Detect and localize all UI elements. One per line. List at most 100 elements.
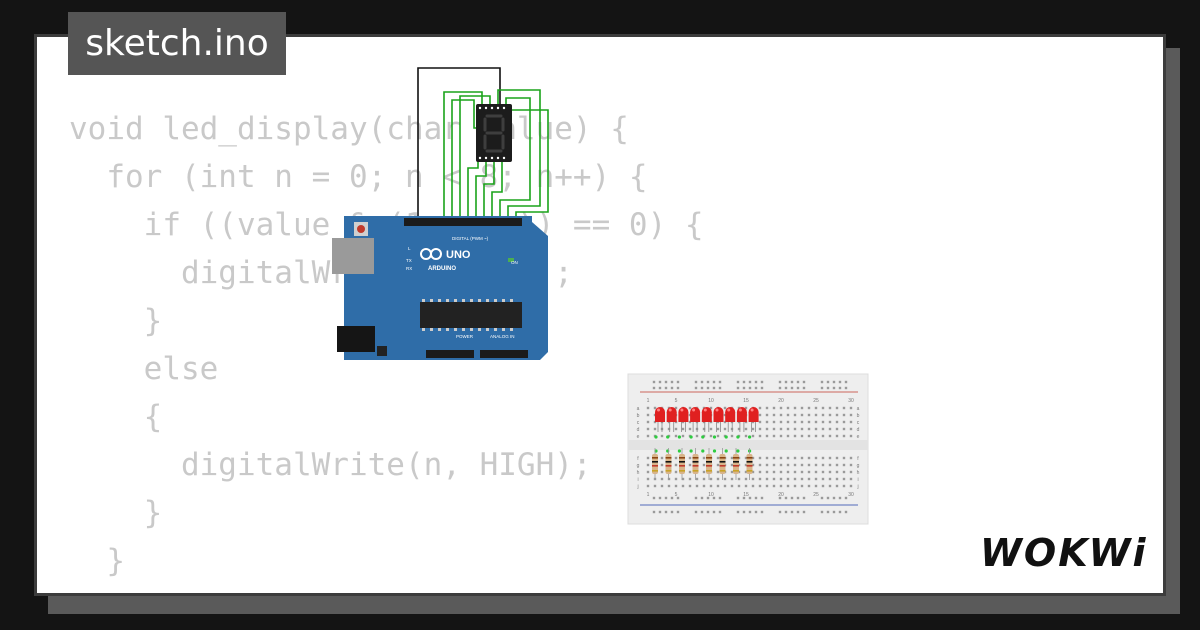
breadboard-hole [849, 406, 853, 410]
breadboard-hole [821, 427, 825, 431]
breadboard-hole [723, 427, 727, 431]
breadboard-hole [681, 477, 685, 481]
breadboard-hole [779, 477, 783, 481]
breadboard-hole [758, 463, 762, 467]
breadboard-hole [842, 456, 846, 460]
breadboard-hole [758, 420, 762, 424]
breadboard-hole [772, 463, 776, 467]
arduino-model-label: UNO [446, 249, 471, 261]
breadboard-hole [646, 434, 650, 438]
breadboard-hole [723, 477, 727, 481]
breadboard-rail-hole [844, 380, 848, 384]
resistor[interactable] [679, 448, 685, 480]
breadboard-hole [772, 406, 776, 410]
red-led[interactable] [736, 407, 747, 432]
breadboard-rail-hole [754, 380, 758, 384]
breadboard-hole [758, 484, 762, 488]
breadboard-row-letter: a [637, 406, 640, 412]
red-led[interactable] [655, 407, 665, 432]
red-led[interactable] [713, 407, 724, 432]
breadboard-hole [744, 427, 748, 431]
breadboard-hole [800, 477, 804, 481]
breadboard-hole [793, 484, 797, 488]
resistor[interactable] [692, 448, 699, 480]
breadboard-hole [821, 456, 825, 460]
breadboard-rail-hole [820, 386, 824, 390]
project-preview-card: void led_display(char value) { for (int … [34, 34, 1166, 596]
breadboard-rail-hole [826, 496, 830, 500]
breadboard-hole [828, 434, 832, 438]
red-led[interactable] [725, 407, 736, 432]
wokwi-logo-text: WOKWi [980, 531, 1148, 575]
breadboard-rail-hole [748, 496, 752, 500]
red-led[interactable] [748, 407, 759, 432]
breadboard-hole [716, 456, 720, 460]
breadboard-hole [674, 477, 678, 481]
breadboard-rail-hole [658, 386, 662, 390]
breadboard-rail-hole [700, 510, 704, 514]
red-led[interactable] [690, 407, 701, 432]
breadboard-hole [765, 434, 769, 438]
breadboard-column-number: 20 [778, 492, 784, 498]
breadboard-rail-hole [796, 380, 800, 384]
breadboard-hole [835, 456, 839, 460]
breadboard-row-letter: c [637, 420, 640, 426]
connection-dot [677, 435, 682, 439]
breadboard-rail-hole [844, 386, 848, 390]
breadboard-row-letter: h [637, 470, 640, 476]
breadboard-hole [716, 484, 720, 488]
breadboard-hole [814, 427, 818, 431]
breadboard-hole [646, 463, 650, 467]
breadboard-hole [716, 463, 720, 467]
breadboard-rail-hole [742, 380, 746, 384]
power-header [426, 350, 474, 358]
breadboard-rail-hole [760, 496, 764, 500]
connection-dot [689, 449, 693, 453]
breadboard-rail-hole [832, 386, 836, 390]
breadboard-rail-hole [736, 386, 740, 390]
resistor[interactable] [719, 448, 726, 480]
breadboard-hole [786, 434, 790, 438]
red-led[interactable] [666, 407, 677, 432]
breadboard-hole [681, 427, 685, 431]
red-led[interactable] [678, 407, 689, 432]
breadboard-hole [786, 406, 790, 410]
breadboard-hole [688, 406, 692, 410]
breadboard-hole [716, 434, 720, 438]
breadboard-hole [800, 434, 804, 438]
breadboard-hole [674, 470, 678, 474]
breadboard-column-number: 25 [813, 492, 819, 498]
breadboard-hole [786, 477, 790, 481]
breadboard-hole [709, 427, 713, 431]
arduino-uno-board[interactable]: UNO ARDUINO DIGITAL (PWM ~) ANALOG IN PO… [332, 216, 548, 360]
breadboard-hole [674, 434, 678, 438]
breadboard-hole [807, 427, 811, 431]
breadboard-hole [744, 463, 748, 467]
breadboard-hole [779, 463, 783, 467]
breadboard-hole [709, 434, 713, 438]
seven-segment-display[interactable] [476, 104, 512, 162]
breadboard-rail-hole [706, 386, 710, 390]
resistor[interactable] [746, 448, 753, 480]
sketch-filename-tab[interactable]: sketch.ino [68, 12, 286, 75]
breadboard-hole [674, 427, 678, 431]
breadboard-hole [786, 420, 790, 424]
resistor[interactable] [652, 448, 658, 480]
breadboard-hole [779, 470, 783, 474]
resistor[interactable] [665, 448, 672, 480]
connection-dot [712, 449, 717, 453]
breadboard-hole [660, 456, 664, 460]
breadboard-row-letter: j [856, 484, 858, 490]
breadboard-hole [828, 463, 832, 467]
breadboard-hole [716, 427, 720, 431]
breadboard-hole [835, 420, 839, 424]
resistor[interactable] [706, 448, 712, 480]
red-led[interactable] [701, 407, 712, 432]
breadboard-rail-hole [754, 496, 758, 500]
breadboard-rail-hole [832, 380, 836, 384]
breadboard-rail-hole [838, 496, 842, 500]
resistor[interactable] [733, 448, 739, 480]
breadboard-hole [751, 484, 755, 488]
